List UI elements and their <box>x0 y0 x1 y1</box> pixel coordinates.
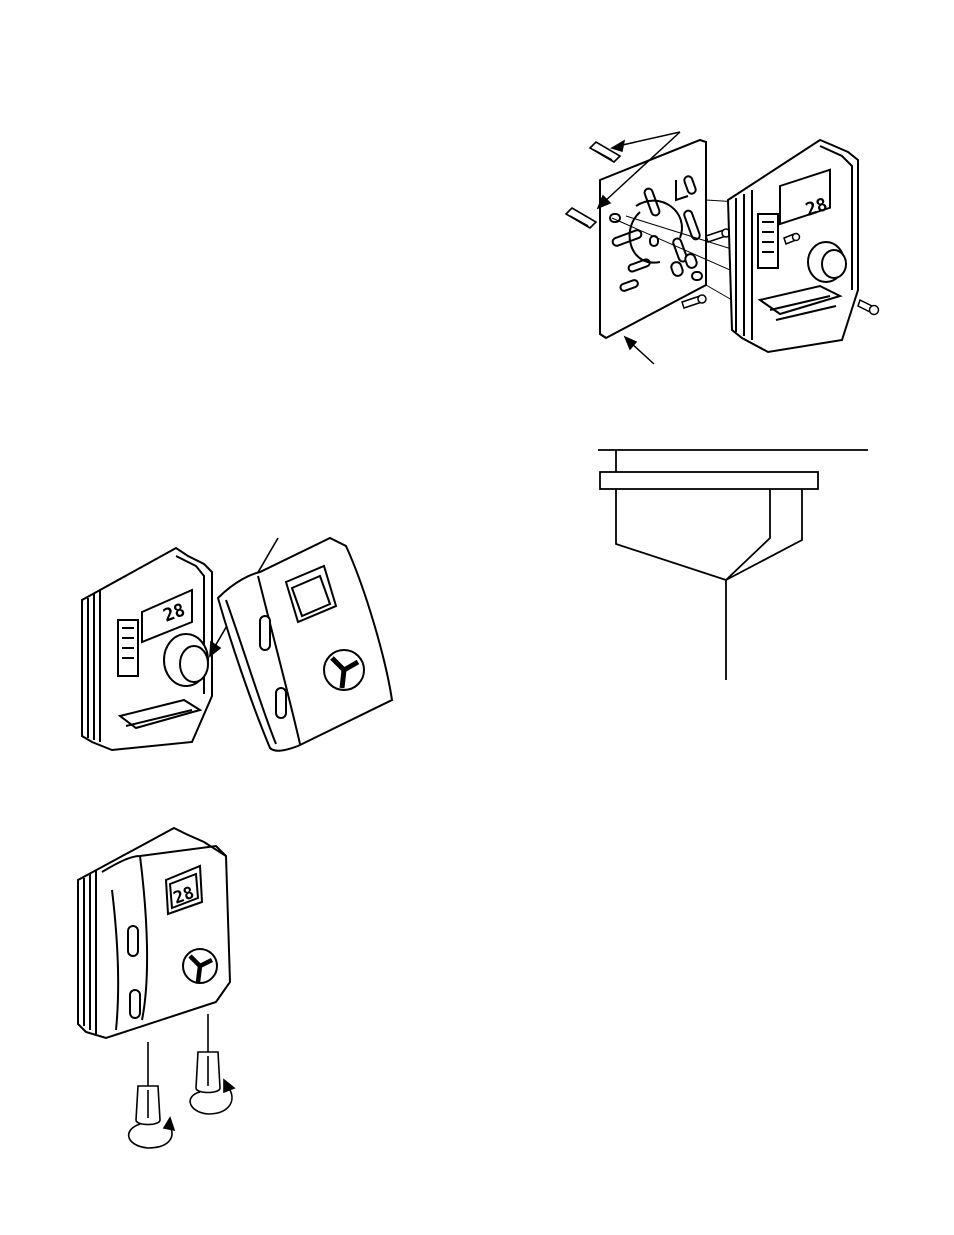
wall-anchor-lower <box>566 208 596 228</box>
cover-screw <box>858 300 879 315</box>
closed-unit-figure: 28 <box>70 820 250 1160</box>
thermostat-base <box>728 140 858 352</box>
front-cover <box>218 538 392 751</box>
thermostat-open-base <box>82 548 212 750</box>
mounting-exploded-figure: 28 <box>540 120 900 370</box>
mounting-screw-lower <box>682 295 706 308</box>
wiring-branch-left <box>616 489 726 580</box>
wiring-diagram <box>590 440 880 690</box>
screwdriver-left <box>136 1042 160 1125</box>
front-cover-removal-figure: 28 <box>70 530 400 760</box>
wiring-branch-right <box>726 489 802 580</box>
screwdriver-right <box>196 1014 220 1093</box>
mounting-screw-upper <box>706 229 730 242</box>
wall-anchor-upper <box>590 142 620 162</box>
wiring-terminal-bar <box>600 472 818 489</box>
thermostat-closed <box>78 828 230 1038</box>
wiring-branch-middle <box>726 489 770 580</box>
wall-plate-callout-arrow <box>625 337 654 364</box>
wall-plate <box>600 140 706 338</box>
